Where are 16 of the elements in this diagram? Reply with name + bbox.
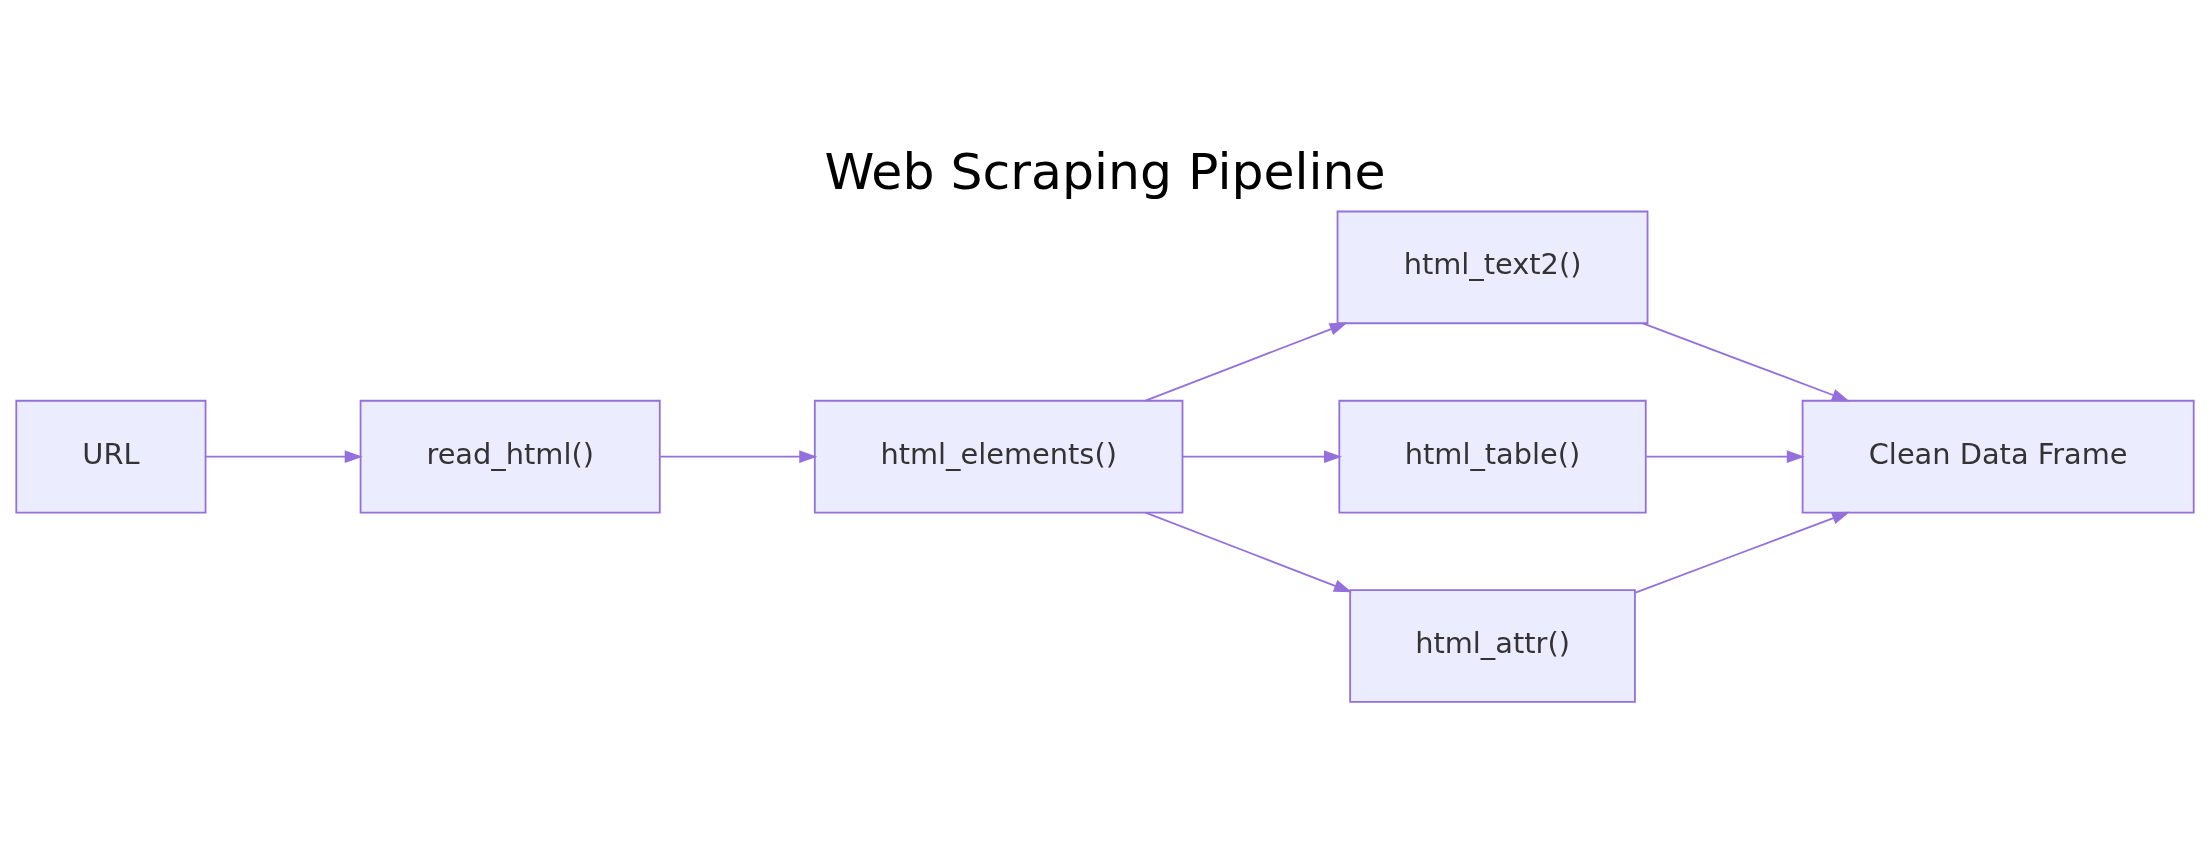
arrow bbox=[659, 449, 818, 463]
node-box: html_elements() bbox=[813, 399, 1184, 513]
diagram-title: Web Scraping Pipeline bbox=[824, 141, 1386, 201]
arrow bbox=[1634, 511, 1851, 594]
node-box: html_table() bbox=[1338, 399, 1647, 513]
arrow bbox=[205, 449, 363, 463]
arrow bbox=[1642, 322, 1850, 401]
arrow bbox=[1144, 511, 1352, 592]
node-box: html_text2() bbox=[1336, 210, 1649, 324]
node-box: URL bbox=[15, 399, 207, 513]
arrow bbox=[1144, 322, 1348, 402]
arrow bbox=[1645, 449, 1805, 463]
node-box: Clean Data Frame bbox=[1801, 399, 2195, 513]
node-box: html_attr() bbox=[1349, 588, 1636, 703]
node-box: read_html() bbox=[359, 399, 661, 513]
arrow bbox=[1182, 449, 1342, 463]
